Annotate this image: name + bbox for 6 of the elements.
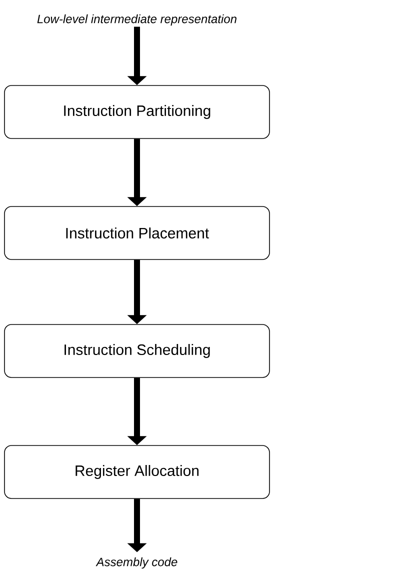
process-box: Instruction Scheduling [4, 324, 270, 378]
process-box: Register Allocation [4, 445, 270, 499]
io-label: Low-level intermediate representation [37, 14, 236, 26]
io-label: Assembly code [96, 557, 178, 569]
process-box: Instruction Placement [4, 206, 270, 260]
process-box: Instruction Partitioning [4, 85, 270, 139]
